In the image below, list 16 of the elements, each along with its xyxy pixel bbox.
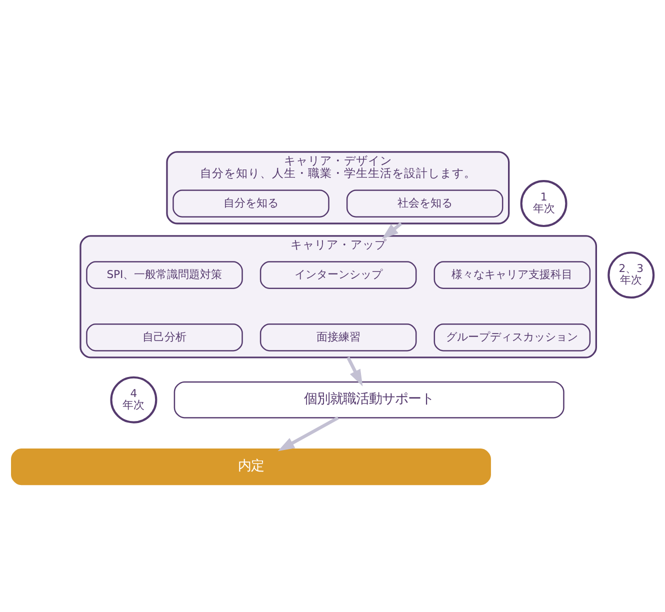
node-box: 様々なキャリア支援科目 — [434, 260, 591, 288]
node-box: 自己分析 — [86, 323, 243, 351]
node-circle: 1 年次 — [520, 180, 568, 227]
arrow — [278, 416, 339, 451]
node-box: 個別就職活動サポート — [174, 380, 564, 418]
node-box: 内定 — [11, 448, 491, 485]
node-box: 面接練習 — [260, 323, 417, 351]
node-box: インターンシップ — [260, 260, 417, 288]
node-circle: 4 年次 — [110, 376, 158, 423]
node-box: 社会を知る — [346, 189, 504, 217]
arrow — [382, 222, 402, 239]
node-box: SPI、一般常識問題対策 — [86, 260, 243, 288]
node-circle: 2、3 年次 — [608, 251, 655, 298]
node-box: グループディスカッション — [434, 323, 591, 351]
arrow — [346, 356, 363, 386]
node-box: 自分を知る — [172, 189, 330, 217]
